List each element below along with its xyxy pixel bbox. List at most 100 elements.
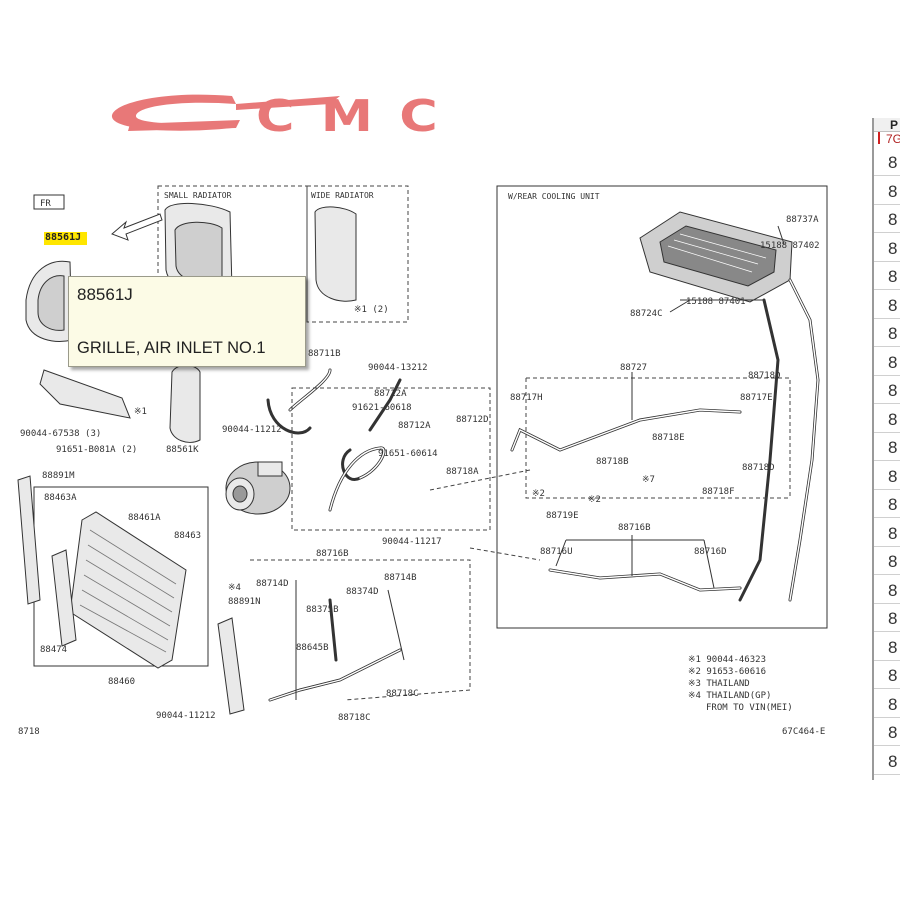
parts-list-panel[interactable]: P 7G1 88888888888888888888888 (872, 118, 900, 780)
label-88463A[interactable]: 88463A (44, 493, 77, 503)
label-88727[interactable]: 88727 (620, 363, 647, 373)
diagram-ref-code: 67C464-E (782, 727, 825, 737)
rear-evaporator-unit[interactable] (639, 211, 793, 303)
label-88712D[interactable]: 88712D (456, 415, 489, 425)
label-90044-11212-b[interactable]: 90044-11212 (156, 711, 216, 721)
highlighted-part-88561J[interactable]: 88561J (45, 232, 82, 243)
parts-list-row[interactable]: 8 (874, 262, 900, 290)
parts-list-row[interactable]: 8 (874, 148, 900, 176)
parts-list-row[interactable]: 8 (874, 319, 900, 347)
label-88460[interactable]: 88460 (108, 677, 135, 687)
label-88718F[interactable]: 88718F (702, 487, 735, 497)
label-88719E[interactable]: 88719E (546, 511, 579, 521)
label-90044-67538[interactable]: 90044-67538 (3) (20, 429, 101, 439)
parts-list-row[interactable]: 8 (874, 376, 900, 404)
label-88714D[interactable]: 88714D (256, 579, 289, 589)
label-88712A[interactable]: 88712A (374, 389, 407, 399)
parts-list-row-text: 8 (888, 409, 898, 429)
parts-list-row-text: 8 (888, 466, 898, 486)
parts-list-row[interactable]: 8 (874, 348, 900, 376)
parts-list-row[interactable]: 8 (874, 718, 900, 746)
label-90044-13212[interactable]: 90044-13212 (368, 363, 428, 373)
label-88374D[interactable]: 88374D (346, 587, 379, 597)
label-91621-60618[interactable]: 91621-60618 (352, 403, 412, 413)
label-88711B[interactable]: 88711B (308, 349, 341, 359)
label-88718C-b[interactable]: 88718C (338, 713, 371, 723)
grille-wide-radiator[interactable] (314, 206, 357, 302)
label-88724C[interactable]: 88724C (630, 309, 663, 319)
parts-list-row[interactable]: 8 (874, 234, 900, 262)
label-88375B[interactable]: 88375B (306, 605, 339, 615)
label-15188-87402[interactable]: 15188 87402 (760, 241, 820, 251)
label-88461A[interactable]: 88461A (128, 513, 161, 523)
ac-compressor[interactable] (225, 461, 291, 515)
condenser-core[interactable] (69, 511, 187, 669)
part-tooltip: 88561J GRILLE, AIR INLET NO.1 (68, 276, 306, 367)
parts-list-row[interactable]: 8 (874, 490, 900, 518)
label-88716U[interactable]: 88716U (540, 547, 573, 557)
label-88474[interactable]: 88474 (40, 645, 67, 655)
label-90044-11217[interactable]: 90044-11217 (382, 537, 442, 547)
label-88718B[interactable]: 88718B (596, 457, 629, 467)
label-88718A[interactable]: 88718A (446, 467, 479, 477)
parts-list-row[interactable]: 8 (874, 633, 900, 661)
parts-list-row[interactable]: 8 (874, 547, 900, 575)
parts-list-row[interactable]: 8 (874, 177, 900, 205)
label-88561K[interactable]: 88561K (166, 445, 199, 455)
label-88718D[interactable]: 88718D (748, 371, 781, 381)
parts-list-row[interactable]: 8 (874, 775, 900, 780)
label-90044-11212-a[interactable]: 90044-11212 (222, 425, 282, 435)
seal-88891N[interactable] (217, 617, 245, 715)
label-88716B-mid[interactable]: 88716B (316, 549, 349, 559)
label-88645B[interactable]: 88645B (296, 643, 329, 653)
parts-list-row-text: 8 (888, 580, 898, 600)
label-88718E[interactable]: 88718E (652, 433, 685, 443)
parts-list-row[interactable]: 8 (874, 205, 900, 233)
label-88716B[interactable]: 88716B (618, 523, 651, 533)
grille-88561K[interactable] (169, 364, 201, 443)
parts-list-row-text: 8 (888, 666, 898, 685)
parts-list-row[interactable]: 8 (874, 604, 900, 632)
label-88714B[interactable]: 88714B (384, 573, 417, 583)
wide-radiator-panel (306, 185, 409, 323)
parts-list-row-text: 8 (888, 751, 898, 771)
parts-list-row-text: 8 (888, 153, 898, 172)
note-line-4: ※4 THAILAND(GP) (688, 691, 771, 701)
parts-list-row[interactable]: 8 (874, 519, 900, 547)
parts-list-row-text: 8 (888, 637, 898, 657)
label-88717E[interactable]: 88717E (740, 393, 773, 403)
parts-list-row[interactable]: 8 (874, 747, 900, 775)
rear-cooling-title: W/REAR COOLING UNIT (508, 192, 600, 201)
parts-list-row[interactable]: 8 (874, 661, 900, 689)
logo-text: CMC (256, 91, 464, 142)
dryer-tank[interactable] (51, 549, 77, 647)
side-seal-left[interactable] (17, 475, 41, 605)
parts-list-row-text: 8 (888, 181, 898, 201)
parts-list-first-row[interactable]: 7G1 (886, 132, 900, 146)
label-88463[interactable]: 88463 (174, 531, 201, 541)
label-88712A-b[interactable]: 88712A (398, 421, 431, 431)
suction-hose[interactable] (328, 446, 386, 512)
parts-list-row-text: 8 (888, 694, 898, 714)
parts-list-row[interactable]: 8 (874, 433, 900, 461)
fr-box (33, 194, 65, 210)
label-88718D-b[interactable]: 88718D (742, 463, 775, 473)
label-88891M[interactable]: 88891M (42, 471, 75, 481)
label-88716D[interactable]: 88716D (694, 547, 727, 557)
rear-pipe-88716B[interactable] (548, 568, 742, 592)
label-88718C-a[interactable]: 88718C (386, 689, 419, 699)
label-15188-87401[interactable]: 15188 87401 (686, 297, 746, 307)
label-88737A[interactable]: 88737A (786, 215, 819, 225)
parts-list-row[interactable]: 8 (874, 576, 900, 604)
parts-list-row[interactable]: 8 (874, 690, 900, 718)
front-arrow-icon (111, 213, 163, 241)
parts-list-row[interactable]: 8 (874, 462, 900, 490)
label-91651-B081A[interactable]: 91651-B081A (2) (56, 445, 137, 455)
air-inlet-seal[interactable] (39, 369, 131, 419)
label-91651-60614[interactable]: 91651-60614 (378, 449, 438, 459)
parts-list-row[interactable]: 8 (874, 405, 900, 433)
label-88891N[interactable]: 88891N (228, 597, 261, 607)
parts-list-row[interactable]: 8 (874, 291, 900, 319)
label-88717H[interactable]: 88717H (510, 393, 543, 403)
rear-pipe-88727[interactable] (510, 408, 742, 452)
